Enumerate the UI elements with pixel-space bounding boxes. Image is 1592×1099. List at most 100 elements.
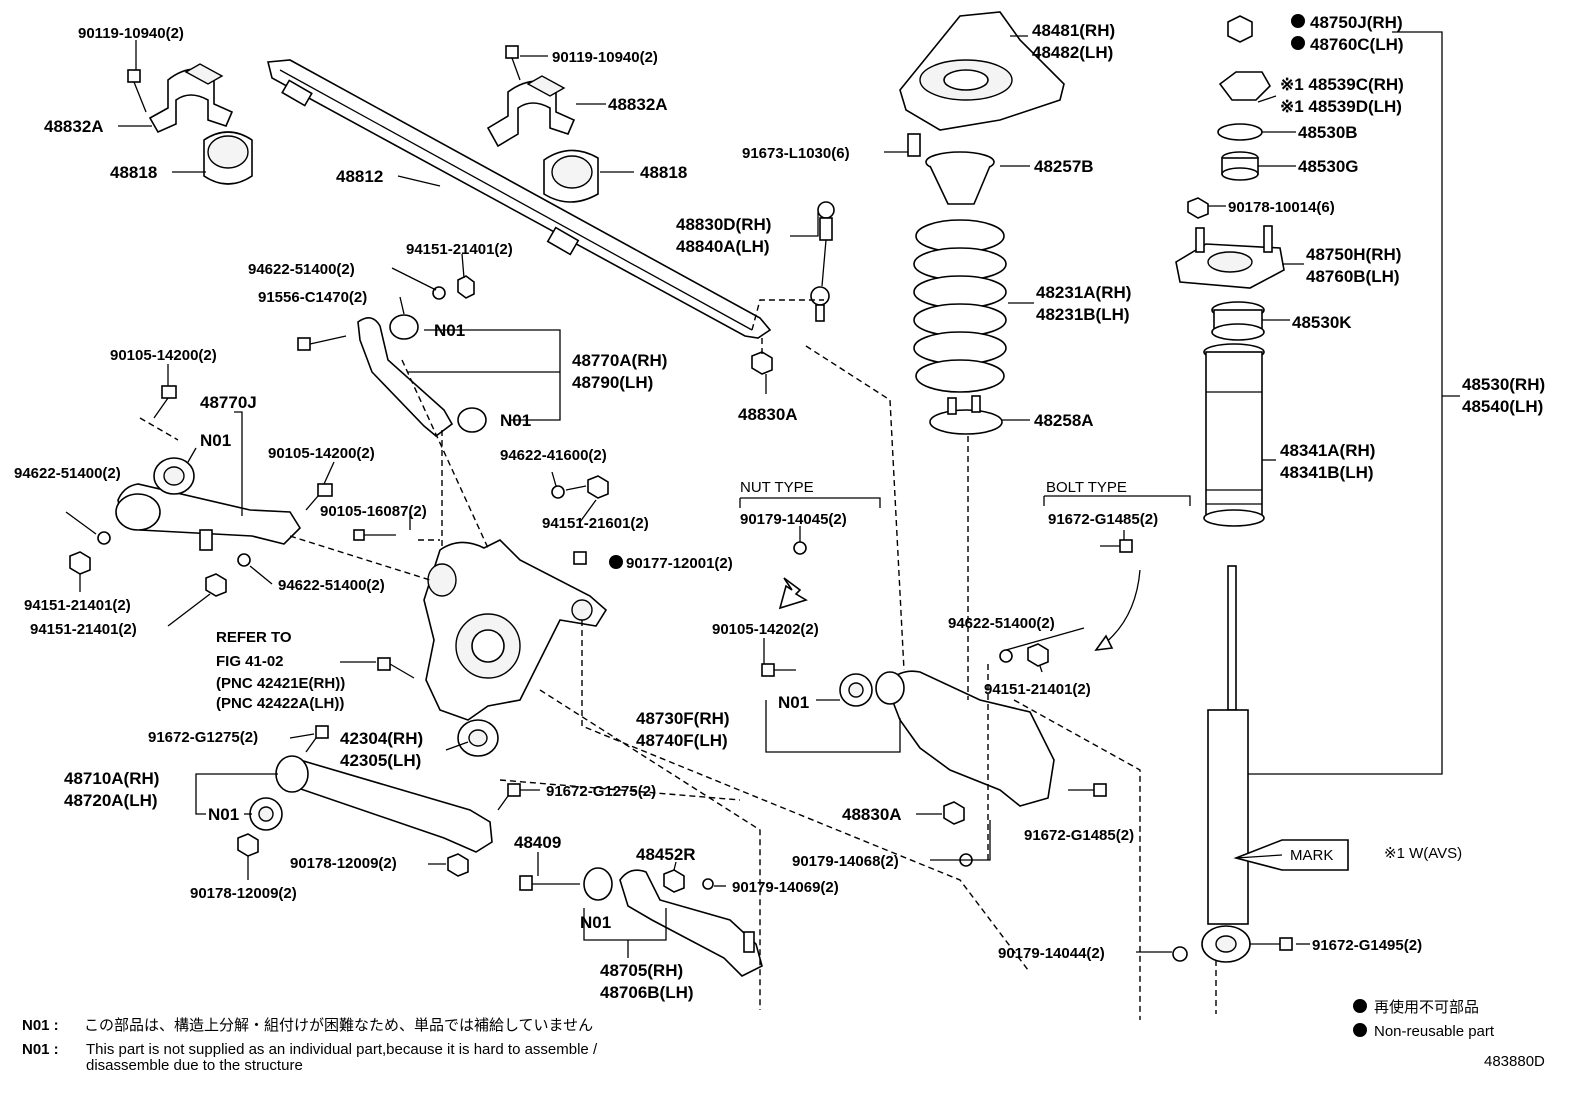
washer-94622d[interactable] — [551, 485, 565, 499]
bushing-48770a-upper[interactable] — [389, 314, 419, 340]
label-bolt-type: BOLT TYPE — [1046, 479, 1127, 496]
bracket-right[interactable] — [486, 75, 576, 148]
bracket-48539c[interactable] — [1218, 71, 1271, 101]
bushing-48770a-lower[interactable] — [457, 407, 487, 433]
bracket-left[interactable] — [148, 63, 234, 134]
lower-arm-48705[interactable] — [619, 869, 763, 977]
bolt-91672a[interactable] — [305, 725, 329, 753]
label-b48341b: 48341B(LH) — [1280, 463, 1374, 482]
bolt-left-bracket[interactable] — [127, 69, 147, 113]
label-b90179b: 90179-14069(2) — [732, 879, 839, 896]
bushing-48770j[interactable] — [153, 457, 195, 495]
label-b48539c: ※1 48539C(RH) — [1280, 75, 1404, 94]
label-b48770j: 48770J — [200, 393, 257, 412]
bolt-90177[interactable] — [573, 551, 623, 569]
label-b48482: 48482(LH) — [1032, 43, 1113, 62]
cushion-48530g[interactable] — [1221, 151, 1259, 181]
label-b90178b: 90178-12009(2) — [190, 885, 297, 902]
nut-90179d[interactable] — [1172, 946, 1188, 962]
nut-90179a[interactable] — [793, 541, 807, 555]
label-b90119b: 90119-10940(2) — [552, 49, 658, 66]
washer-94622b[interactable] — [97, 531, 111, 545]
nut-90178c[interactable] — [1187, 197, 1209, 219]
nut-94151c[interactable] — [205, 573, 227, 597]
bushing-left[interactable] — [203, 131, 253, 185]
washer-94622e[interactable] — [999, 649, 1013, 663]
note-label-en: N01 : — [22, 1041, 59, 1058]
label-b48818-r: 48818 — [640, 163, 687, 182]
label-b94151b: 94151-21401(2) — [24, 597, 131, 614]
link-nut-upper[interactable] — [751, 351, 773, 375]
support-48750h[interactable] — [1175, 225, 1285, 289]
nut-90179b[interactable] — [702, 878, 714, 890]
coil-spring[interactable] — [913, 219, 1007, 393]
stabilizer-bar[interactable] — [266, 59, 772, 339]
bumper-48530k[interactable] — [1211, 301, 1265, 341]
diagram-id: 483880D — [1484, 1053, 1545, 1070]
label-b48540: 48540(LH) — [1462, 397, 1543, 416]
bolt-90105c[interactable] — [353, 529, 396, 541]
label-b48750j: 48750J(RH) — [1310, 13, 1403, 32]
bushing-42304[interactable] — [457, 719, 499, 757]
insulator-48257b[interactable] — [925, 151, 995, 205]
bolt-right-bracket[interactable] — [505, 45, 521, 81]
label-b48818-l: 48818 — [110, 163, 157, 182]
bolt-90105a[interactable] — [153, 385, 177, 419]
washer-48530b[interactable] — [1217, 123, 1263, 141]
bushing-48710a[interactable] — [249, 797, 283, 831]
label-b48760b: 48760B(LH) — [1306, 267, 1400, 286]
bushing-48409[interactable] — [583, 867, 613, 901]
bolt-91673[interactable] — [907, 133, 921, 157]
nonreuse-dot-48760c — [1291, 36, 1305, 50]
bolt-91672b[interactable] — [497, 783, 521, 811]
label-b90105a: 90105-14200(2) — [110, 347, 217, 364]
nut-48750j[interactable] — [1227, 15, 1253, 43]
knuckle[interactable] — [423, 539, 608, 721]
bolt-91672c[interactable] — [1068, 783, 1107, 797]
bolt-91672d[interactable] — [1100, 539, 1133, 553]
nut-94151a[interactable] — [457, 275, 475, 299]
lower-arm-48730f[interactable] — [875, 670, 1055, 807]
label-b48830a-l: 48830A — [842, 805, 902, 824]
upper-arm-48770j[interactable] — [115, 483, 302, 551]
bushing-48730f[interactable] — [839, 673, 873, 707]
stabilizer-link[interactable] — [810, 201, 835, 322]
bolt-91672e[interactable] — [1250, 937, 1293, 951]
nut-94151b[interactable] — [69, 551, 91, 575]
shock-absorber[interactable] — [1201, 565, 1251, 963]
nut-94151d[interactable] — [587, 475, 609, 499]
nut-94151e[interactable] — [1027, 643, 1049, 667]
bolt-refer[interactable] — [377, 657, 415, 679]
label-nut-type: NUT TYPE — [740, 479, 814, 496]
label-b48409: 48409 — [514, 833, 561, 852]
upper-arm-48770a[interactable] — [357, 317, 454, 438]
boot-48341a[interactable] — [1203, 343, 1265, 527]
arrow-bolt-type — [1103, 569, 1141, 645]
label-b48341a: 48341A(RH) — [1280, 441, 1375, 460]
label-n01e: N01 — [580, 913, 611, 932]
note-text-en1: This part is not supplied as an individu… — [86, 1041, 598, 1058]
bolt-91556[interactable] — [297, 335, 347, 351]
label-b48830d: 48830D(RH) — [676, 215, 771, 234]
assembly-lines — [139, 299, 1217, 1020]
mark-flag — [1233, 839, 1349, 871]
nut-48452r[interactable] — [663, 869, 685, 893]
label-b48258a: 48258A — [1034, 411, 1094, 430]
label-b48231b: 48231B(LH) — [1036, 305, 1130, 324]
bushing-right[interactable] — [543, 149, 599, 203]
bolt-90105b[interactable] — [305, 483, 333, 511]
nut-90178a[interactable] — [447, 853, 469, 877]
note-text-en2: disassemble due to the structure — [86, 1057, 303, 1074]
bolt-48409[interactable] — [519, 875, 580, 891]
label-b48730f: 48730F(RH) — [636, 709, 730, 728]
nut-90178b[interactable] — [237, 833, 259, 857]
bolt-90105d[interactable] — [761, 663, 796, 677]
label-b94151a: 94151-21401(2) — [406, 241, 513, 258]
label-b94151c: 94151-21401(2) — [30, 621, 137, 638]
label-b48481: 48481(RH) — [1032, 21, 1115, 40]
lower-arm-48710a[interactable] — [275, 755, 493, 853]
washer-94622c[interactable] — [237, 553, 251, 567]
insulator-48258a[interactable] — [929, 395, 1003, 435]
nut-48830a-lower[interactable] — [943, 801, 965, 825]
upper-support-48481[interactable] — [899, 11, 1065, 131]
